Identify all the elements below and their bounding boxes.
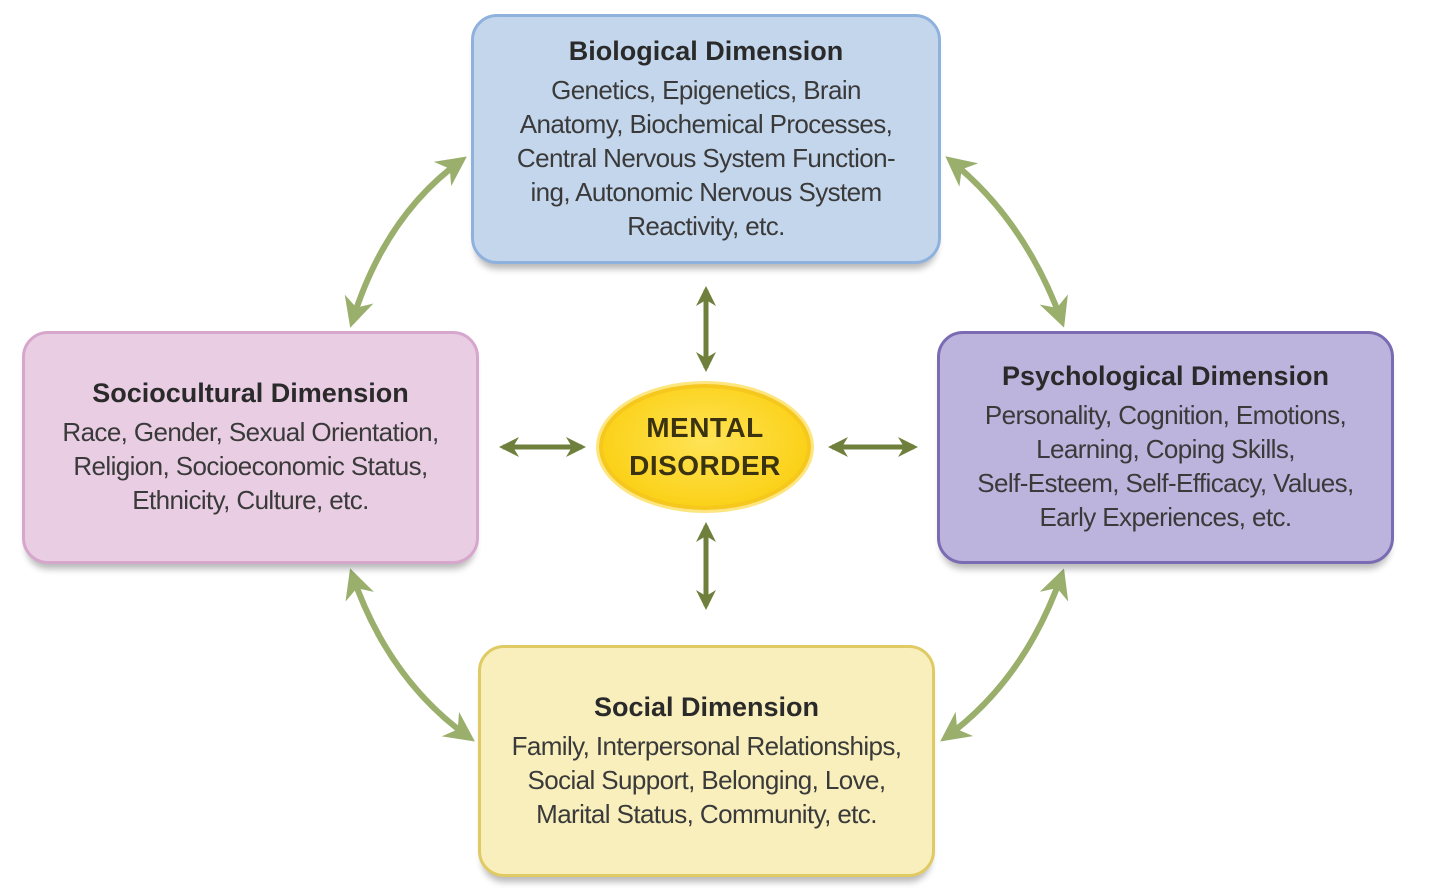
sociocultural-dimension-box: Sociocultural Dimension Race, Gender, Se… <box>22 331 479 564</box>
center-label-line2: DISORDER <box>629 450 781 481</box>
sociocultural-dimension-text: Race, Gender, Sexual Orientation, Religi… <box>62 415 439 517</box>
psychological-dimension-box: Psychological Dimension Personality, Cog… <box>937 331 1394 564</box>
psychological-dimension-title: Psychological Dimension <box>1001 361 1330 391</box>
center-label-line1: MENTAL <box>646 412 764 443</box>
arrow-social-sociocultural <box>345 568 475 742</box>
text-line: Anatomy, Biochemical Processes, <box>519 108 893 139</box>
text-line: Social Support, Belonging, Love, <box>527 764 886 795</box>
text-line: Ethnicity, Culture, etc. <box>132 485 369 515</box>
biological-dimension-text: Genetics, Epigenetics, Brain Anatomy, Bi… <box>516 73 896 243</box>
psychological-dimension-text: Personality, Cognition, Emotions, Learni… <box>977 398 1354 534</box>
text-line: Religion, Socioeconomic Status, <box>73 451 428 481</box>
text-line: Family, Interpersonal Relationships, <box>511 730 902 761</box>
text-line: Central Nervous System Function- <box>516 142 896 173</box>
social-dimension-text: Family, Interpersonal Relationships, Soc… <box>512 729 902 831</box>
arrow-sociocultural-biological <box>344 156 467 328</box>
text-line: Learning, Coping Skills, <box>1036 434 1295 464</box>
mental-disorder-ellipse: MENTAL DISORDER <box>599 384 811 510</box>
text-line: ing, Autonomic Nervous System <box>530 176 882 207</box>
text-line: Reactivity, etc. <box>627 210 785 241</box>
social-dimension-box: Social Dimension Family, Interpersonal R… <box>478 645 935 877</box>
sociocultural-dimension-title: Sociocultural Dimension <box>92 378 409 408</box>
arrow-psychological-social <box>940 568 1069 742</box>
text-line: Race, Gender, Sexual Orientation, <box>62 417 439 447</box>
biological-dimension-title: Biological Dimension <box>568 35 844 66</box>
text-line: Early Experiences, etc. <box>1039 502 1292 532</box>
text-line: Personality, Cognition, Emotions, <box>984 400 1347 430</box>
text-line: Marital Status, Community, etc. <box>536 798 877 829</box>
biological-dimension-box: Biological Dimension Genetics, Epigeneti… <box>471 14 941 264</box>
social-dimension-title: Social Dimension <box>593 691 820 722</box>
text-line: Genetics, Epigenetics, Brain <box>551 74 861 105</box>
text-line: Self-Esteem, Self-Efficacy, Values, <box>977 468 1354 498</box>
arrow-biological-psychological <box>945 156 1068 328</box>
